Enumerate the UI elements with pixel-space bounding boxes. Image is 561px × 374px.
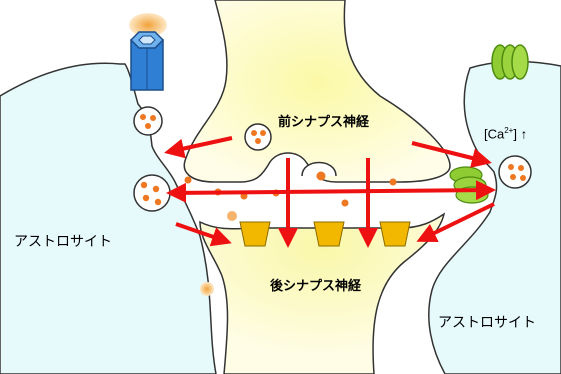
calcium-prefix: [Ca	[484, 126, 504, 141]
astrocyte-vesicle-right	[499, 156, 531, 188]
presynaptic-vesicle	[245, 124, 271, 150]
astrocyte-vesicle-upper	[134, 107, 162, 135]
postsynaptic-label: 後シナプス神経	[270, 275, 361, 294]
astrocyte-left	[0, 63, 216, 374]
astrocyte-vesicle-releasing	[134, 175, 170, 211]
trapezoid-receptor-icon	[240, 222, 410, 246]
calcium-indicator: [Ca2+] ↑	[484, 126, 527, 141]
hexagon-channel-icon	[129, 13, 167, 90]
astrocyte-right-label: アストロサイト	[438, 312, 536, 332]
astrocyte-left-label: アストロサイト	[14, 231, 112, 251]
presynaptic-neuron	[184, 0, 450, 182]
green-receptor-stack-icon	[450, 167, 488, 203]
presynaptic-label: 前シナプス神経	[278, 111, 369, 130]
green-channel-icon	[492, 45, 528, 79]
calcium-charge: 2+	[504, 126, 513, 135]
calcium-suffix: ] ↑	[513, 126, 527, 141]
